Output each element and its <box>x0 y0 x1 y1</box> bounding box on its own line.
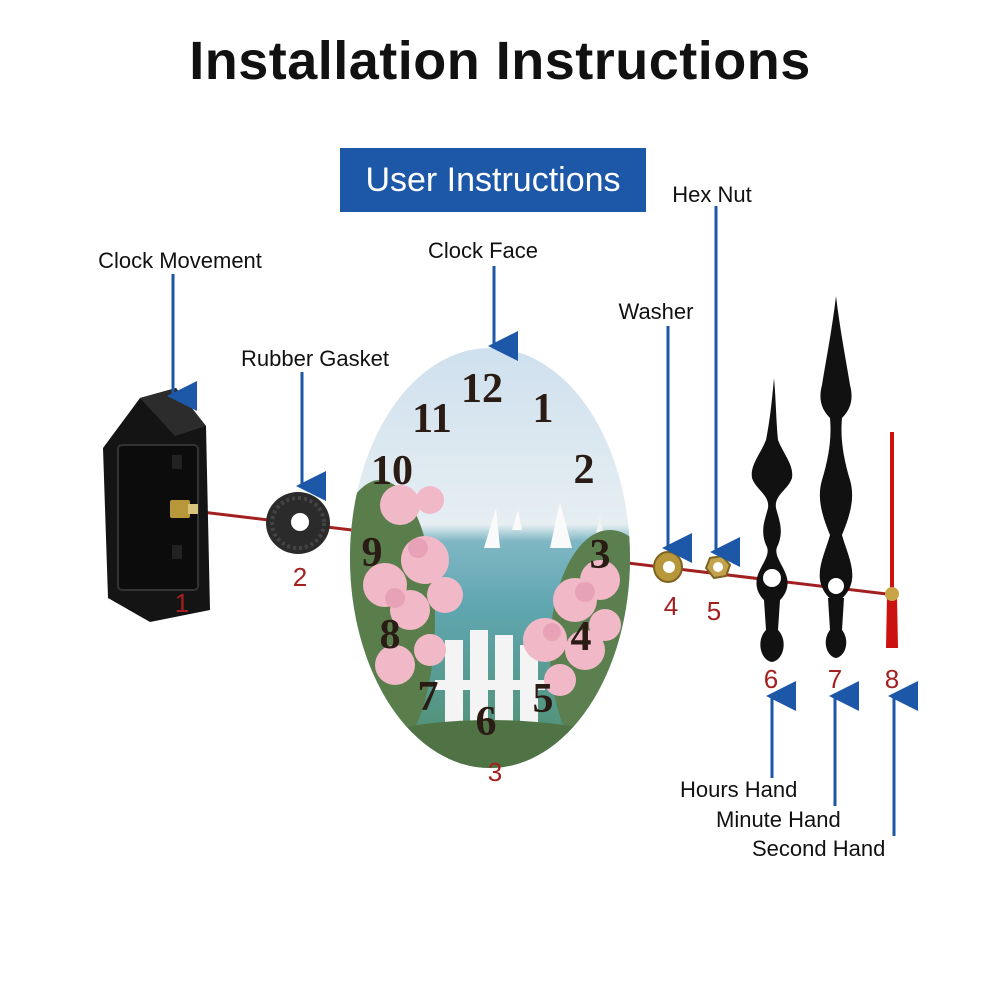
clock-movement-illustration <box>103 388 210 622</box>
washer-illustration <box>653 551 683 583</box>
label-clock-movement: Clock Movement <box>98 248 262 273</box>
minute-hand-illustration <box>819 296 853 658</box>
dial-numeral-3: 3 <box>590 532 611 578</box>
second-hand-illustration <box>885 432 899 648</box>
part-number-5: 5 <box>707 596 721 626</box>
part-number-2: 2 <box>293 562 307 592</box>
dial-numeral-9: 9 <box>362 530 383 576</box>
part-number-3: 3 <box>488 757 502 787</box>
rubber-gasket-illustration <box>266 492 330 554</box>
dial-numeral-11: 11 <box>412 396 452 442</box>
label-hours-hand: Hours Hand <box>680 777 797 802</box>
label-hex-nut: Hex Nut <box>672 182 751 207</box>
dial-numeral-7: 7 <box>418 674 439 720</box>
user-instructions-banner: User Instructions <box>340 148 646 212</box>
dial-numeral-6: 6 <box>476 699 497 745</box>
clock-face-illustration: 12 1 2 3 4 5 6 7 8 9 10 11 <box>350 348 630 768</box>
part-number-8: 8 <box>885 664 899 694</box>
dial-numeral-12: 12 <box>461 366 503 412</box>
hex-nut-illustration <box>704 554 732 580</box>
dial-numeral-2: 2 <box>574 447 595 493</box>
label-clock-face: Clock Face <box>428 238 538 263</box>
label-rubber-gasket: Rubber Gasket <box>241 346 389 371</box>
part-number-1: 1 <box>175 588 189 618</box>
part-number-4: 4 <box>664 591 678 621</box>
label-washer: Washer <box>619 299 694 324</box>
part-number-7: 7 <box>828 664 842 694</box>
dial-numeral-4: 4 <box>571 614 592 660</box>
dial-numeral-8: 8 <box>380 612 401 658</box>
dial-numeral-10: 10 <box>371 448 413 494</box>
dial-numeral-1: 1 <box>533 386 554 432</box>
dial-numeral-5: 5 <box>533 676 554 722</box>
hours-hand-illustration <box>751 378 793 662</box>
page-title: Installation Instructions <box>189 31 811 91</box>
label-minute-hand: Minute Hand <box>716 807 841 832</box>
part-number-6: 6 <box>764 664 778 694</box>
label-second-hand: Second Hand <box>752 836 885 861</box>
